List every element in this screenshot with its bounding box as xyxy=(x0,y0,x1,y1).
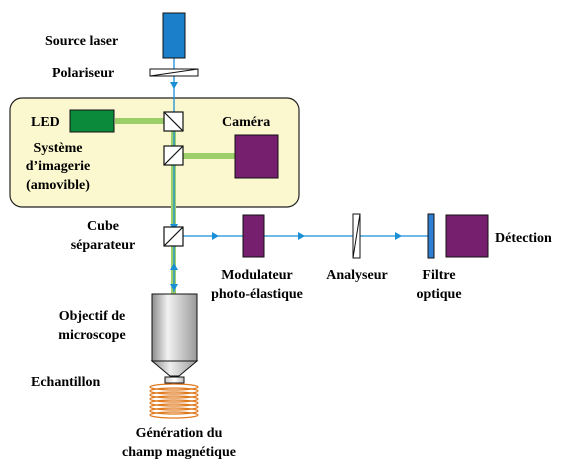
label-cube-1: Cube xyxy=(87,219,119,234)
label-modulateur-1: Modulateur xyxy=(221,268,293,283)
label-cube-2: séparateur xyxy=(71,238,136,253)
label-camera: Caméra xyxy=(222,115,270,130)
beam-splitter-led xyxy=(163,111,184,132)
optical-filter xyxy=(427,213,435,259)
label-echantillon: Echantillon xyxy=(31,375,100,390)
sample xyxy=(164,376,185,384)
microscope-objective xyxy=(150,293,199,377)
beam-splitter-cube xyxy=(163,226,184,247)
label-analyseur: Analyseur xyxy=(326,268,387,283)
label-filtre-1: Filtre xyxy=(422,268,455,283)
label-filtre-2: optique xyxy=(416,287,461,302)
label-generation-1: Génération du xyxy=(136,426,223,441)
camera xyxy=(234,134,279,179)
label-detection: Détection xyxy=(495,231,552,246)
photoelastic-modulator xyxy=(242,214,265,258)
label-polariseur: Polariseur xyxy=(52,66,114,81)
label-led: LED xyxy=(31,115,60,130)
beam-splitter-camera xyxy=(163,145,184,166)
detector xyxy=(445,214,489,258)
label-imaging-system-1: Système xyxy=(34,141,83,156)
magnetic-coil xyxy=(149,383,199,419)
analyzer xyxy=(352,213,361,259)
led-source xyxy=(69,109,115,133)
polarizer xyxy=(149,68,199,77)
label-modulateur-2: photo-élastique xyxy=(211,287,303,302)
label-objectif-2: microscope xyxy=(58,328,125,343)
laser-beam-arrows xyxy=(170,82,402,291)
label-objectif-1: Objectif de xyxy=(59,309,125,324)
label-source-laser: Source laser xyxy=(45,34,118,49)
label-imaging-system-2: d’imagerie xyxy=(26,159,91,174)
label-imaging-system-3: (amovible) xyxy=(26,178,90,193)
label-generation-2: champ magnétique xyxy=(122,445,236,460)
laser-source xyxy=(162,12,186,59)
